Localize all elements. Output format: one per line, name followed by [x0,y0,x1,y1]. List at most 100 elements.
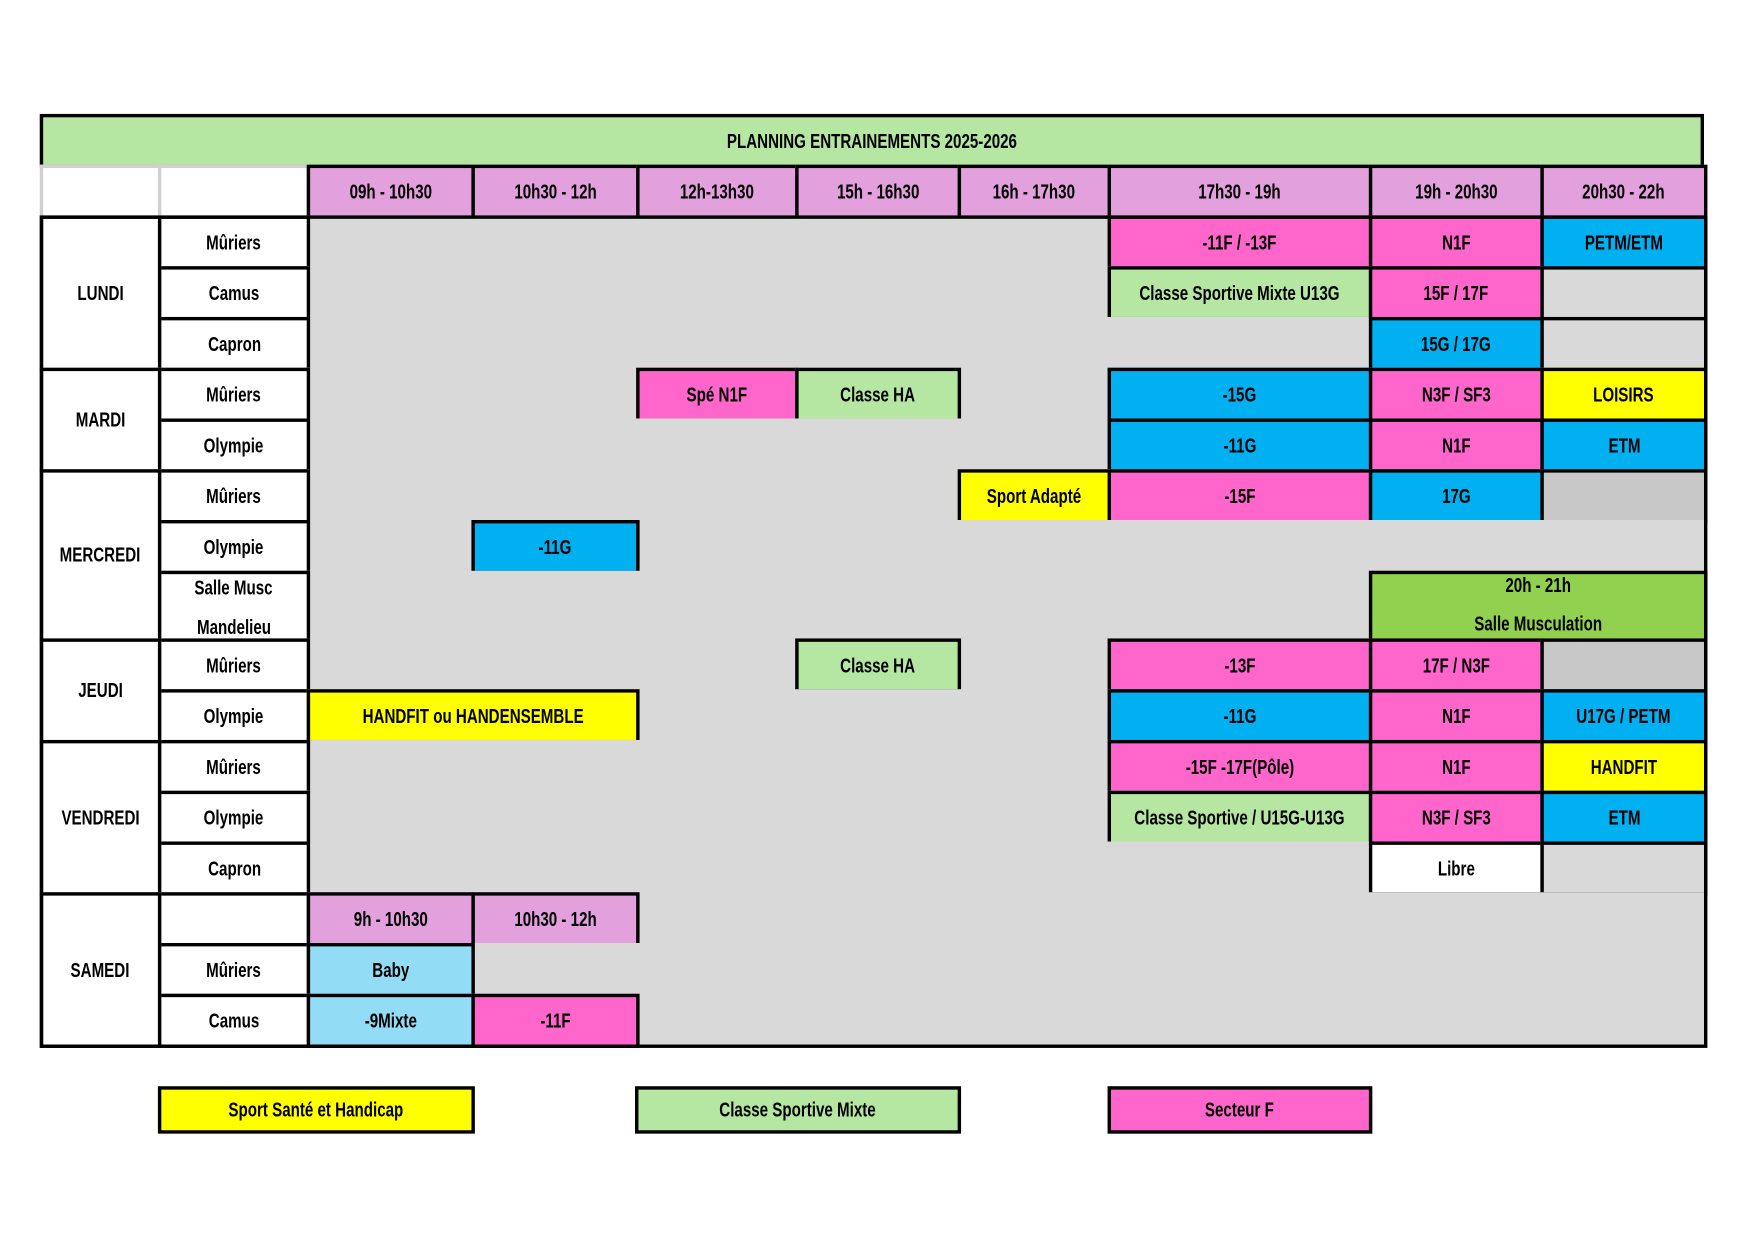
training-session: -9Mixte [306,993,475,1048]
day-label: JEUDI [39,638,162,744]
venue-label-text: Capron [207,332,261,355]
time-slot-header: 10h30 - 12h [471,164,640,219]
training-session: N1F [1368,689,1544,744]
venue-label-text: Mandelieu [197,615,272,639]
time-slot-header: 12h-13h30 [636,164,799,219]
training-session-text: -11F / -13F [1202,230,1277,254]
training-session: U17G / PETM [1540,689,1708,744]
training-session-text: N1F [1442,755,1471,778]
training-session-text: 15G / 17G [1421,332,1492,355]
training-session: Classe Sportive / U15G-U13G [1107,790,1373,845]
page-title: PLANNING ENTRAINEMENTS 2025-2026 [39,113,1704,169]
training-session: N1F [1368,215,1544,270]
training-session-text: Classe HA [840,653,916,677]
venue-label: Mûriers [157,215,311,270]
page-title-text: PLANNING ENTRAINEMENTS 2025-2026 [726,129,1017,152]
training-session: Libre [1368,841,1544,896]
header-blank-venue [157,164,311,219]
training-session: ETM [1540,418,1708,473]
training-session-text: PETM/ETM [1584,230,1664,254]
venue-label-text: Olympie [204,433,264,457]
training-session: HANDFIT ou HANDENSEMBLE [306,689,640,744]
venue-label-text: Capron [207,856,261,880]
day-label-text: JEUDI [78,679,123,702]
day-label-text: SAMEDI [71,958,130,981]
time-slot-header: 17h30 - 19h [1107,164,1373,219]
venue-label [157,892,311,947]
venue-label-text: Mûriers [206,755,262,778]
training-session-text: HANDFIT [1590,755,1658,778]
venue-label: Olympie [157,520,311,575]
training-session-text: -15G [1223,382,1257,406]
day-label-text: MARDI [75,408,126,431]
training-session-text: ETM [1607,805,1640,829]
venue-label-text: Camus [208,1008,260,1032]
training-session: -11F / -13F [1107,215,1373,270]
training-session: N3F / SF3 [1368,367,1544,422]
empty-schedule-area [306,943,1705,998]
training-session-text: -11G [1223,433,1257,457]
training-session-text: Baby [372,958,410,981]
training-session: -15G [1107,367,1373,422]
venue-label: Olympie [157,418,311,473]
venue-label-text: Olympie [204,535,264,558]
training-session-text: Salle Musculation [1474,612,1603,636]
training-session-text: -15F -17F(Pôle) [1185,755,1295,778]
training-session-text: U17G / PETM [1576,704,1672,727]
training-session-text: N1F [1442,230,1471,254]
time-slot-header-text: 09h - 10h30 [349,179,433,203]
training-session: Classe HA [795,367,962,422]
training-session: Sport Adapté [957,469,1112,524]
time-slot-header-text: 17h30 - 19h [1198,179,1282,203]
venue-label: Mûriers [157,367,311,422]
legend-item: Sport Santé et Handicap [157,1086,475,1134]
time-slot-header: 20h30 - 22h [1540,164,1708,219]
time-slot-header: 16h - 17h30 [957,164,1112,219]
day-label: MERCREDI [39,469,162,642]
training-session: -15F -17F(Pôle) [1107,739,1373,795]
legend-item-text: Classe Sportive Mixte [719,1098,877,1121]
training-session-text: -11G [1223,704,1257,727]
training-session [1540,638,1708,693]
venue-label: Capron [157,841,311,896]
venue-label-text: Camus [208,281,260,304]
venue-label: Camus [157,993,311,1048]
training-session-text: ETM [1607,433,1640,457]
training-session: N1F [1368,739,1544,795]
time-slot-header: 09h - 10h30 [306,164,475,219]
training-session-text: Classe HA [840,382,916,406]
venue-label-text: Mûriers [206,382,262,406]
training-session-text: 17G [1442,484,1471,508]
training-session-text: Classe Sportive / U15G-U13G [1134,805,1346,829]
day-label-text: LUNDI [77,281,124,304]
day-label: LUNDI [39,215,162,372]
time-slot-header-text: 19h - 20h30 [1415,179,1498,203]
training-session: HANDFIT [1540,739,1708,795]
time-slot-header-text: 20h30 - 22h [1582,179,1666,203]
training-session: -15F [1107,469,1373,524]
day-label: SAMEDI [39,892,162,1048]
venue-label: Camus [157,266,311,321]
training-session: PETM/ETM [1540,215,1708,270]
legend-item-text: Secteur F [1205,1098,1275,1121]
training-session: Spé N1F [636,367,799,422]
training-session-text: -15F [1224,484,1256,508]
training-session: LOISIRS [1540,367,1708,422]
day-label: VENDREDI [39,739,162,896]
training-session-text: N3F / SF3 [1421,382,1491,406]
legend-item: Classe Sportive Mixte [635,1086,962,1134]
day-label-text: VENDREDI [61,805,140,829]
training-session-text: Libre [1437,856,1475,880]
training-session-text: Sport Adapté [987,484,1082,508]
venue-label: Mûriers [157,638,311,693]
training-session [1540,469,1708,524]
day-label-text: MERCREDI [60,543,141,567]
training-session-text: 17F / N3F [1422,653,1490,677]
time-slot-header: 19h - 20h30 [1368,164,1544,219]
training-session-text: LOISIRS [1593,382,1655,406]
venue-label-text: Olympie [204,805,264,829]
time-slot-header-text: 12h-13h30 [680,179,755,203]
venue-label-text: Olympie [204,704,264,727]
